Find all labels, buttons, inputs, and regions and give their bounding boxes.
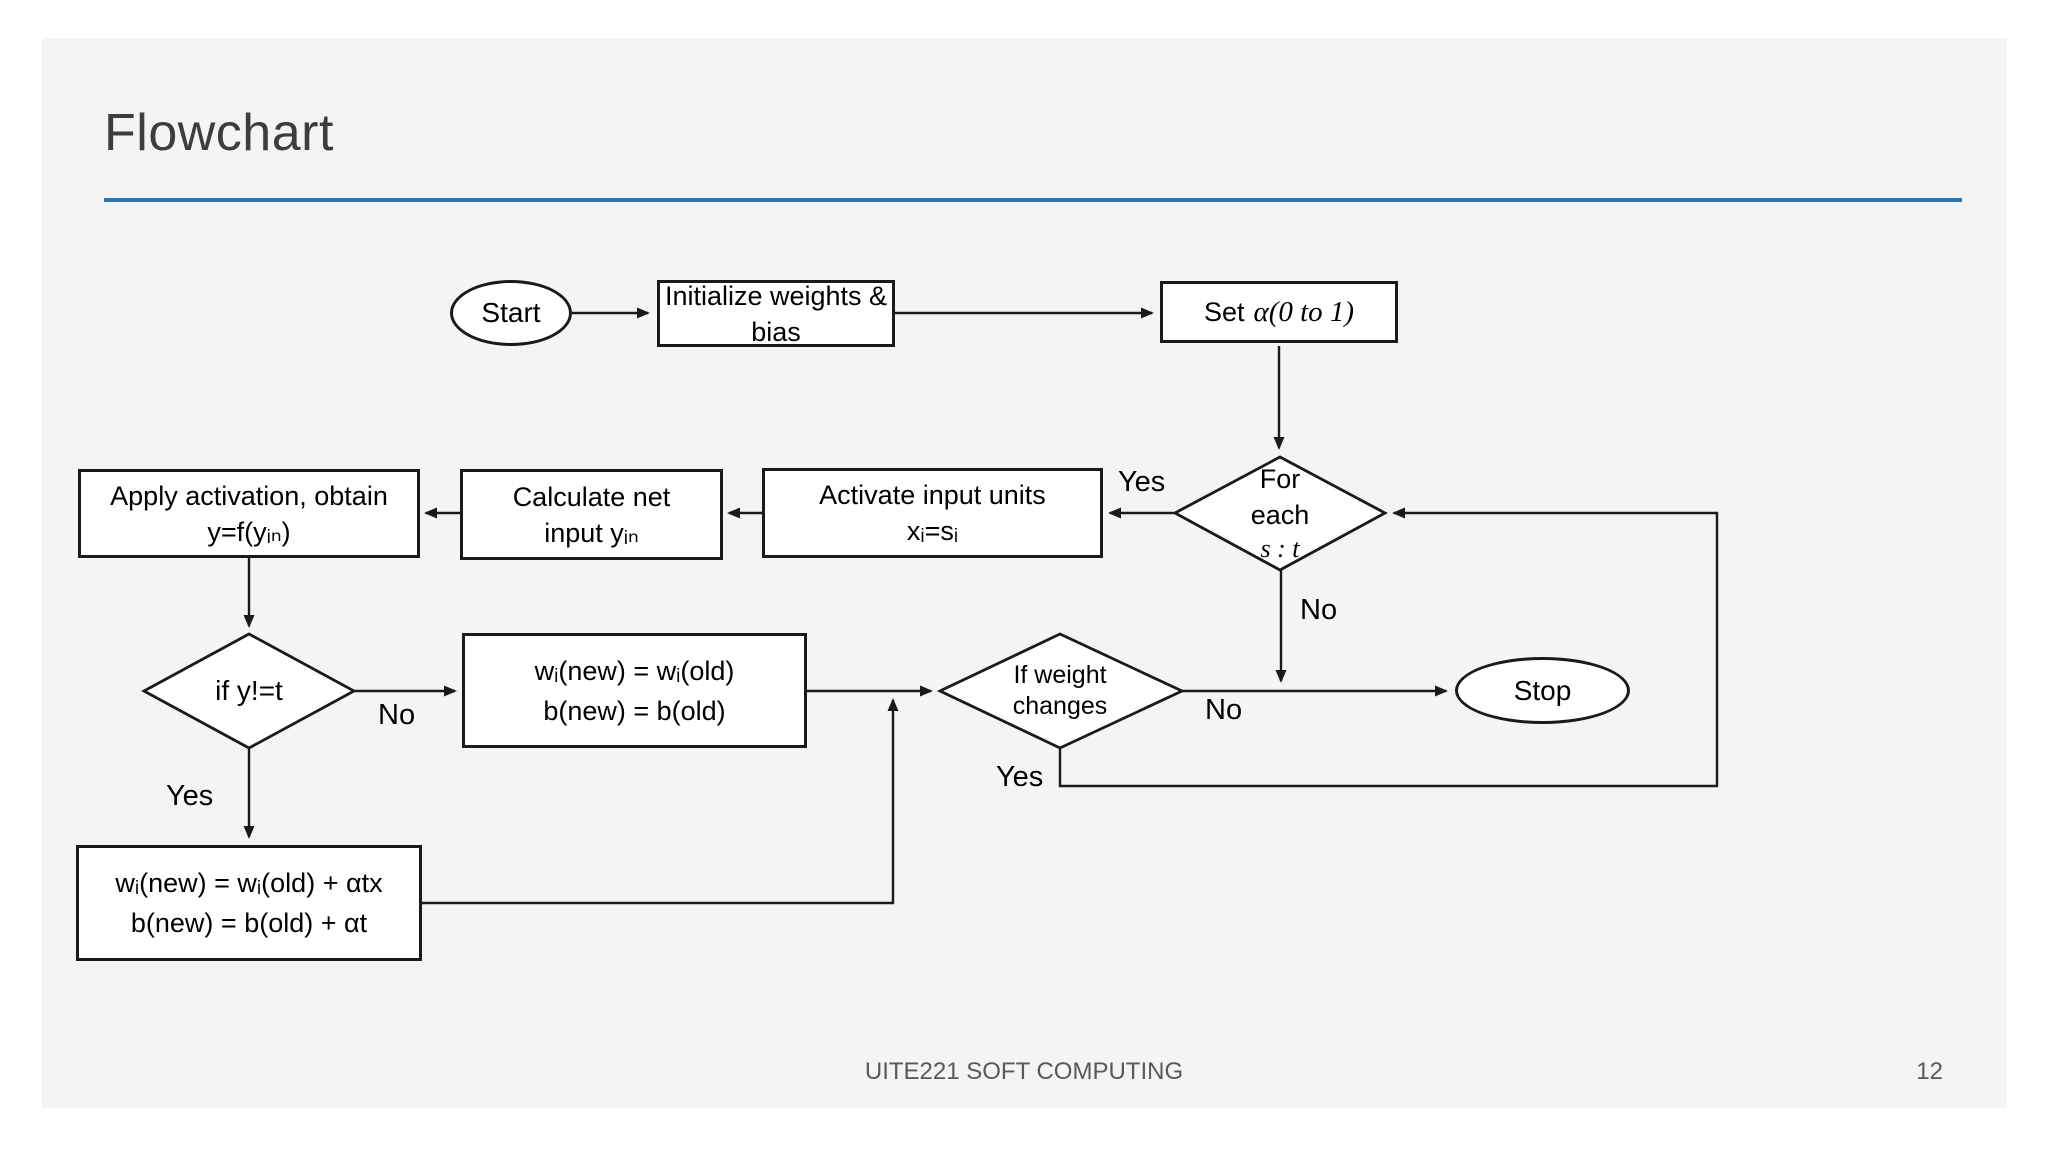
node-calculate-line2: input yᵢₙ <box>544 517 639 548</box>
node-activate-line2: xᵢ=sᵢ <box>906 516 959 546</box>
node-update-weights-line1: wᵢ(new) = wᵢ(old) + αtx <box>115 868 383 898</box>
node-apply: Apply activation, obtain y=f(yᵢₙ) <box>78 469 420 558</box>
node-update-weights-line2: b(new) = b(old) + αt <box>130 908 368 938</box>
node-set-alpha-prefix: Set <box>1203 297 1245 327</box>
node-stop: Stop <box>1455 657 1630 724</box>
node-if-y-neq-t-diamond <box>141 632 357 750</box>
node-activate-line1: Activate input units <box>819 480 1046 510</box>
node-if-weight-changes-line2: changes <box>1012 692 1108 720</box>
node-keep-weights-line2: b(new) = b(old) <box>543 695 726 726</box>
node-for-each-text: For each s : t <box>1195 453 1365 573</box>
node-calculate-line1: Calculate net <box>512 481 671 512</box>
node-keep-weights: wᵢ(new) = wᵢ(old) b(new) = b(old) <box>462 633 807 748</box>
edge-label-if-y-neq-t-no: No <box>378 699 416 731</box>
node-if-y-neq-t-text: if y!=t <box>144 634 354 748</box>
node-start-label: Start <box>481 297 541 328</box>
node-calculate: Calculate net input yᵢₙ <box>460 469 723 560</box>
node-activate: Activate input units xᵢ=sᵢ <box>762 468 1103 558</box>
edge-label-if-weight-no: No <box>1205 694 1243 726</box>
node-stop-label: Stop <box>1513 674 1572 706</box>
node-set-alpha: Set α(0 to 1) <box>1160 281 1398 343</box>
page-title: Flowchart <box>104 104 334 162</box>
node-for-each-diamond <box>1172 455 1388 572</box>
page-number: 12 <box>1916 1058 1943 1085</box>
node-set-alpha-label: Set α(0 to 1) <box>1204 294 1354 330</box>
edge-label-for-each-yes: Yes <box>1118 466 1166 498</box>
node-for-each-line1: For <box>1259 464 1301 494</box>
node-set-alpha-math: α(0 to 1) <box>1253 296 1355 328</box>
node-for-each-line2: each <box>1250 500 1310 530</box>
node-initialize-label: Initialize weights & bias <box>664 280 888 347</box>
edge-label-for-each-no: No <box>1300 594 1338 626</box>
node-update-weights: wᵢ(new) = wᵢ(old) + αtx b(new) = b(old) … <box>76 845 422 961</box>
connector-update-to-junction <box>422 698 899 905</box>
node-apply-line1: Apply activation, obtain <box>110 480 388 511</box>
node-if-y-neq-t-label: if y!=t <box>215 675 283 706</box>
node-if-weight-changes-diamond <box>936 632 1186 750</box>
node-if-weight-changes-line1: If weight <box>1013 661 1107 689</box>
title-divider <box>104 198 1962 202</box>
node-if-weight-changes-text: If weight changes <box>955 637 1165 745</box>
node-start: Start <box>450 280 572 346</box>
edge-label-if-y-neq-t-yes: Yes <box>166 780 214 812</box>
node-keep-weights-line1: wᵢ(new) = wᵢ(old) <box>534 655 735 686</box>
footer-text: UITE221 SOFT COMPUTING <box>864 1058 1184 1085</box>
node-for-each-line3: s : t <box>1260 534 1300 563</box>
node-initialize: Initialize weights & bias <box>657 280 895 347</box>
connector-if-weight-yes-feedback <box>1058 507 1719 788</box>
edge-label-if-weight-yes: Yes <box>996 761 1044 793</box>
node-apply-line2: y=f(yᵢₙ) <box>207 516 291 547</box>
